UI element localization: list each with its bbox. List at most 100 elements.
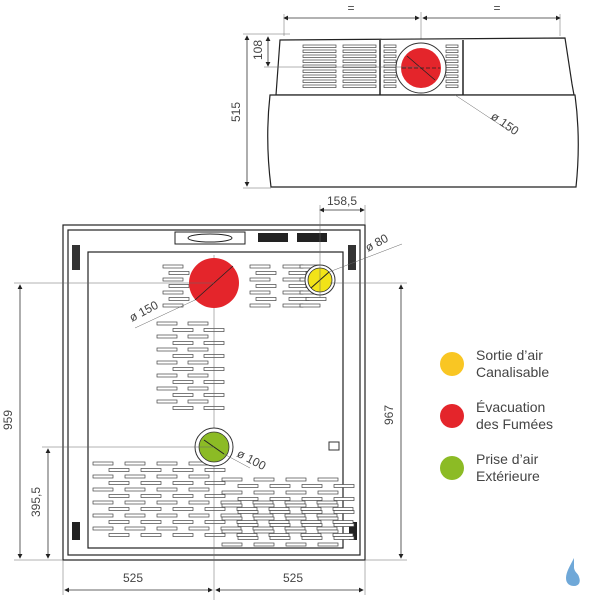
vent-slat [284,526,306,531]
vent-slat [204,507,226,511]
vent-slat [156,373,178,378]
vent-slat [316,513,338,518]
vent-slat [255,271,277,275]
vent-slat [187,334,209,339]
vent-slat [269,497,291,501]
vent-slat [285,516,307,521]
vent-slat [301,510,323,514]
vent-slat [253,503,275,508]
brand-logo-drop-icon [566,558,580,586]
vent-slat [332,507,354,511]
vent-slat [124,526,146,531]
vent-slat [316,526,338,531]
vent-slat [168,297,190,301]
vent-slat [92,474,114,479]
vent-slat [317,503,339,508]
vent-slat [317,529,339,534]
vent-slat [301,484,323,488]
vent-slat [302,59,337,63]
vent-slat [383,49,397,53]
vent-slat [204,481,226,485]
vent-slat [187,373,209,378]
vent-slat [204,494,226,498]
vent-slat [253,477,275,482]
vent-slat [317,490,339,495]
legend-label: Canalisable [476,364,550,380]
vent-slat [92,461,114,466]
vent-slat [333,497,355,501]
vent-slat [300,520,322,524]
vent-slat [172,520,194,524]
vent-slat [285,503,307,508]
vent-slat [445,69,459,73]
vent-slat [168,271,190,275]
vent-slat [342,44,377,48]
vent-slat [187,347,209,352]
vent-slat [108,507,130,511]
yellow-dot-icon [440,352,464,376]
vent-slat [221,490,243,495]
vent-slat [172,507,194,511]
depth-label: 515 [229,102,243,122]
vent-slat [124,500,146,505]
vent-slat [156,461,178,466]
vent-slat [253,490,275,495]
vent-slat [172,406,194,410]
legend-label: Sortie d’air [476,347,543,363]
vent-slat [342,64,377,68]
red-dot-icon [440,404,464,428]
vent-slat [172,533,194,537]
vent-slat [302,44,337,48]
vent-slat [268,533,290,537]
legend-label: Évacuation [476,399,546,415]
vent-slat [172,494,194,498]
vent-slat [156,321,178,326]
vent-slat [305,297,327,301]
vent-slat [333,484,355,488]
vent-slat [156,474,178,479]
vent-slat [252,500,274,505]
vent-slat [301,497,323,501]
vent-slat [269,536,291,540]
vent-slat [445,44,459,48]
legend-label: Extérieure [476,468,540,484]
width-left-label: 525 [123,571,143,585]
vent-slat [172,393,194,397]
vent-slat [299,303,321,308]
top-height-label: 108 [251,40,265,60]
vent-slat [237,497,259,501]
vent-slat [268,507,290,511]
vent-slat [342,49,377,53]
vent-slat [140,468,162,472]
vent-slat [317,477,339,482]
vent-slat [445,59,459,63]
vent-slat [333,536,355,540]
vent-slat [383,44,397,48]
vent-slat [333,510,355,514]
vent-slat [342,74,377,78]
vent-slat [156,334,178,339]
vent-slat [253,542,275,547]
vent-slat [285,529,307,534]
vent-slat [301,536,323,540]
vent-slat [317,516,339,521]
vent-slat [300,507,322,511]
vent-slat [172,367,194,371]
vent-slat [445,74,459,78]
vent-slat [342,54,377,58]
vent-slat [445,64,459,68]
vent-slat [172,341,194,345]
vent-slat [300,533,322,537]
ducted-air-diameter-label: ø 80 [363,231,391,255]
vent-slat [252,513,274,518]
vent-slat [445,54,459,58]
vent-slat [188,526,210,531]
vent-slat [92,526,114,531]
vent-slat [188,474,210,479]
vent-slat [302,74,337,78]
vent-slat [156,386,178,391]
vent-slat [284,500,306,505]
vent-slat [302,84,337,88]
vent-slat [220,526,242,531]
